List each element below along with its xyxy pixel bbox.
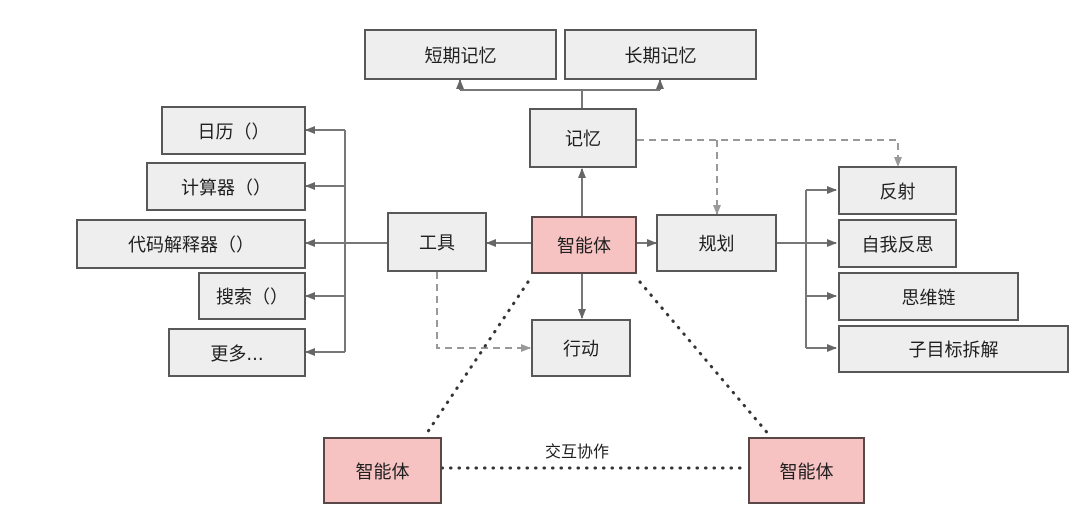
agent-left-node: 智能体 — [323, 437, 442, 504]
agent-center-node: 智能体 — [531, 216, 637, 274]
edge-planning-bus — [776, 190, 807, 348]
agent-right-node: 智能体 — [748, 437, 865, 504]
long-term-memory-node: 长期记忆 — [564, 29, 757, 80]
edge-agent-center-to-right-dotted — [638, 280, 772, 438]
reflection-node: 反射 — [838, 166, 957, 215]
action-node: 行动 — [531, 319, 631, 377]
calculator-tool-node: 计算器（） — [146, 162, 306, 211]
edge-tools-bus — [344, 130, 388, 352]
memory-node: 记忆 — [529, 108, 637, 168]
chain-of-thought-node: 思维链 — [838, 272, 1019, 321]
interaction-label: 交互协作 — [545, 442, 610, 461]
edge-tools-to-action-dashed — [436, 272, 531, 352]
short-term-memory-node: 短期记忆 — [364, 29, 557, 80]
edge-memory-to-short-long — [460, 89, 660, 108]
tools-node: 工具 — [387, 212, 487, 272]
edge-memory-to-reflection-dashed — [637, 139, 902, 167]
search-tool-node: 搜索（） — [198, 272, 306, 320]
planning-node: 规划 — [656, 214, 777, 272]
edge-agent-center-to-left-dotted — [423, 280, 530, 438]
code-interpreter-tool-node: 代码解释器（） — [76, 219, 306, 269]
subgoal-decomposition-node: 子目标拆解 — [838, 325, 1069, 373]
self-reflection-node: 自我反思 — [838, 219, 957, 268]
calendar-tool-node: 日历（） — [161, 106, 306, 155]
more-tools-node: 更多... — [168, 328, 306, 377]
